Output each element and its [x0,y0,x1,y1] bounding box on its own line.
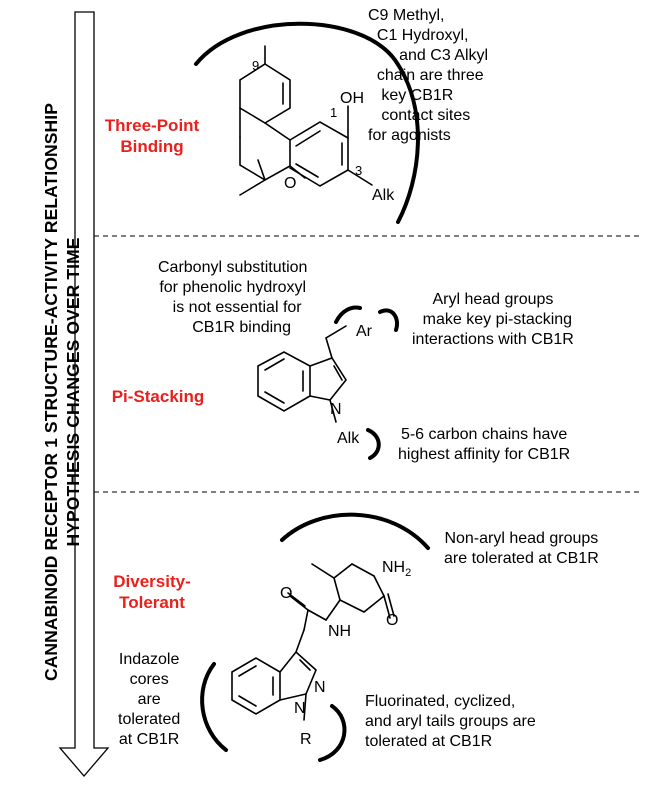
amide-co [383,593,395,619]
label-three-point-l2: Binding [120,137,184,156]
atom-n-indole: N [330,401,342,418]
thc-contact-arc [194,21,420,224]
indazole-pyrazole [279,650,317,701]
alk-bond [347,169,373,186]
label-pi-stacking: Pi-Stacking [111,387,205,406]
valine-chain [311,563,375,579]
atom-alk: Alk [372,187,395,204]
core-arc [200,662,228,752]
note-indazole-cores: Indazole cores are tolerated at CB1R [118,651,181,748]
aromatic-ring [289,121,349,187]
locant-9: 9 [252,58,259,73]
ar-linker [325,325,347,359]
note-tail-groups: Fluorinated, cyclized, and aryl tails gr… [365,693,536,750]
atom-nh2: NH2 [382,559,411,579]
label-diversity-tolerant: Diversity- Tolerant [92,571,212,613]
indole-pyrrole [309,357,347,401]
atom-o: O [284,175,296,192]
chain-arc [366,428,381,460]
note-contact-sites: C9 Methyl, C1 Hydroxyl, and C3 Alkyl cha… [368,7,489,144]
atom-ar: Ar [356,323,373,340]
atom-oh: OH [340,90,364,107]
atom-o-carboxamide: O [280,585,292,602]
locant-1: 1 [330,105,337,120]
label-three-point-l1: Three-Point [104,116,200,135]
atom-o-amide: O [386,612,398,629]
carboxamide-co [287,592,309,611]
note-carbon-chains: 5-6 carbon chains have highest affinity … [398,426,571,463]
gem-methyl-2 [257,159,266,181]
atom-n2: N [314,679,326,696]
note-carbonyl: Carbonyl substitution for phenolic hydro… [158,259,308,336]
label-three-point-binding: Three-Point Binding [92,115,212,157]
section-dividers [94,235,640,493]
locant-3: 3 [355,163,362,178]
tail-arc [318,704,347,762]
atom-nh-linker: NH [328,623,351,640]
carbonyl-arc [334,305,362,324]
head-arc [280,512,430,550]
note-non-aryl-head: Non-aryl head groups are tolerated at CB… [444,530,599,567]
atom-n1: N [294,700,306,717]
note-aryl-head: Aryl head groups make key pi-stacking in… [412,291,574,348]
gem-methyl-1 [239,179,266,196]
n-alk-bond [329,399,337,423]
n-r-bond [303,693,307,721]
aryl-arc [378,308,399,332]
label-diversity-l1: Diversity- [113,572,191,591]
atom-r: R [300,731,312,748]
atom-alk-tail: Alk [337,430,360,447]
label-diversity-l2: Tolerant [119,593,185,612]
pyran-ring [239,122,291,181]
